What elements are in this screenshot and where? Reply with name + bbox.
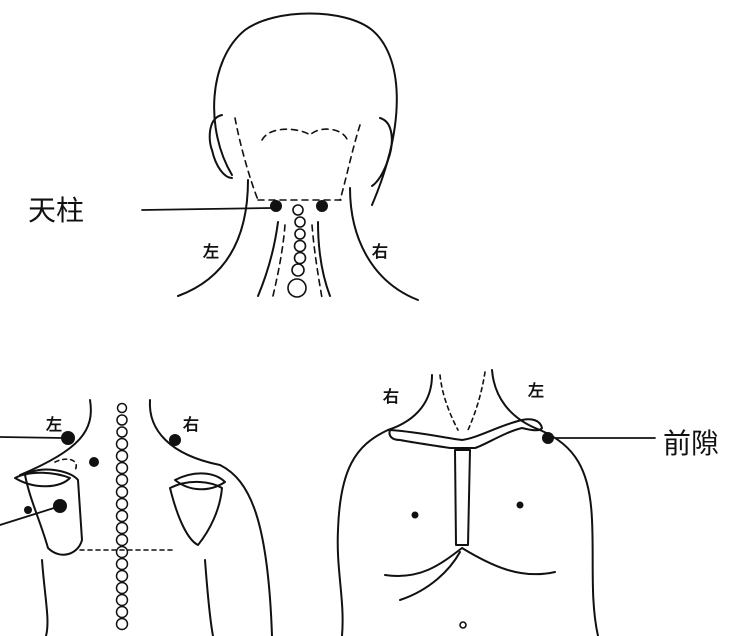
label-zuo-back: 左 [46,411,62,435]
label-tianzhu: 天柱 [28,189,84,229]
thoracic-vertebrae [117,404,128,630]
chest-shoulder-left [338,430,388,636]
label-you-back: 右 [183,411,199,435]
back-right-side [205,560,213,636]
navel [460,622,466,628]
acupoint-markers [24,200,554,514]
right-nipple [518,503,523,508]
label-zuo-head: 左 [203,238,219,262]
back-point-right-shoulder [169,434,181,446]
rib-cage-lower [385,548,555,576]
back-point-scapula [53,499,67,513]
back-dashed-lines [55,459,175,550]
clavicle-bar [389,419,542,448]
left-scapula [25,470,82,555]
chest-figure [338,370,598,636]
left-acromion [15,473,70,487]
label-zuo-front: 左 [528,377,544,401]
tianzhu-pointer-line [142,208,272,210]
label-you-head: 右 [372,238,388,262]
back-left-side [42,560,47,636]
back-point-small [24,506,32,514]
label-qianxi: 前隙 [663,422,719,462]
label-you-front: 右 [383,383,399,407]
left-nipple [413,513,418,518]
back-shoulder-right [220,465,272,636]
right-scapula [170,482,222,545]
chest-dashed-lines [440,372,485,430]
back-figure [15,400,272,636]
chest-shoulder-right [540,430,598,636]
sternum [455,450,470,545]
tianzhu-point-right [316,200,328,212]
tianzhu-point-left [270,200,282,212]
head-outline [214,14,397,206]
right-ear [372,118,392,186]
qianxi-point [542,432,554,444]
back-left-pointer-line [0,437,64,438]
back-point-upper [89,457,99,467]
back-point-left-shoulder [61,431,75,445]
cervical-vertebrae [288,205,306,297]
